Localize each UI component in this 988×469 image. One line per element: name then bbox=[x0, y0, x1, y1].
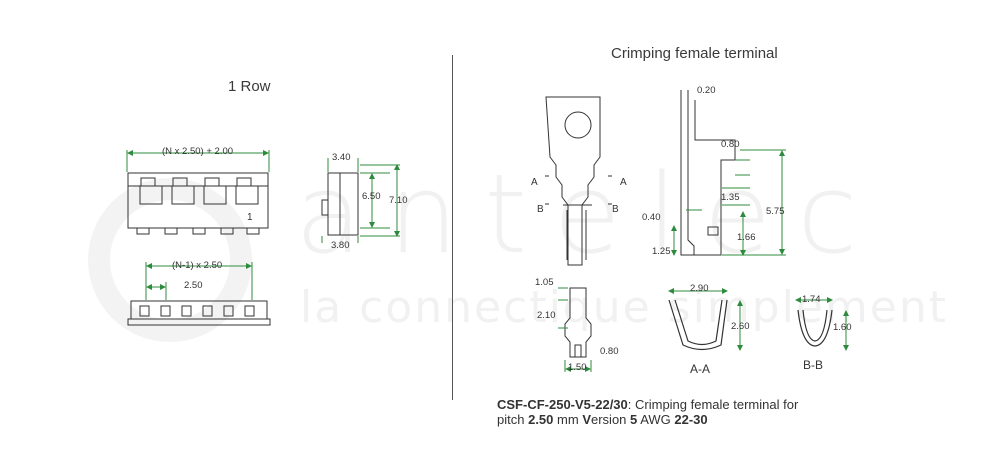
dim-1-25: 1.25 bbox=[652, 246, 671, 257]
dim-n-minus-one: (N-1) x 2.50 bbox=[172, 260, 222, 271]
part-number: CSF-CF-250-V5-22/30 bbox=[497, 397, 628, 412]
dim-1-50: 1.50 bbox=[568, 362, 587, 373]
dim-1-74: 1.74 bbox=[802, 294, 821, 305]
dim-5-75: 5.75 bbox=[766, 206, 785, 217]
dim-side-inner: 6.50 bbox=[362, 191, 381, 202]
terminal-bottom-view bbox=[558, 287, 592, 372]
section-a-a bbox=[668, 288, 743, 351]
watermark-logo: antelec bbox=[295, 150, 884, 278]
pin-one-label: 1 bbox=[247, 212, 253, 223]
terminal-side-view bbox=[671, 90, 786, 256]
caption-awg-value: 22-30 bbox=[674, 412, 708, 427]
section-a-left: A bbox=[531, 177, 538, 188]
dim-side-top: 3.40 bbox=[332, 152, 351, 163]
section-b-b bbox=[795, 297, 849, 351]
section-b-left: B bbox=[537, 204, 544, 215]
dim-0-40: 0.40 bbox=[642, 212, 661, 223]
caption-awg: AWG bbox=[640, 412, 671, 427]
caption-ersion: ersion bbox=[591, 412, 627, 427]
section-b-right: B bbox=[612, 204, 619, 215]
caption-desc: : Crimping female terminal for bbox=[627, 397, 799, 412]
part-caption: CSF-CF-250-V5-22/30: Crimping female ter… bbox=[497, 397, 798, 427]
dim-side-outer: 7.10 bbox=[389, 195, 408, 206]
dim-1-66: 1.66 bbox=[737, 232, 756, 243]
connector-front-view bbox=[126, 150, 270, 235]
watermark-tagline: la connectique simplement bbox=[300, 282, 948, 333]
section-a-right: A bbox=[620, 177, 627, 188]
caption-pitch-value: 2.50 bbox=[528, 412, 554, 427]
dim-2-60: 2.60 bbox=[731, 321, 750, 332]
connector-bottom-view bbox=[127, 262, 271, 326]
dim-1-35: 1.35 bbox=[721, 192, 740, 203]
dim-0-20: 0.20 bbox=[697, 85, 716, 96]
section-label-aa: A-A bbox=[690, 362, 710, 376]
section-label-bb: B-B bbox=[803, 358, 823, 372]
caption-v: V bbox=[582, 412, 591, 427]
dim-side-bottom: 3.80 bbox=[331, 240, 350, 251]
left-title: 1 Row bbox=[228, 78, 271, 95]
section-divider bbox=[452, 55, 453, 400]
right-title: Crimping female terminal bbox=[611, 45, 778, 62]
dim-0-80: 0.80 bbox=[721, 139, 740, 150]
dim-1-60: 1.60 bbox=[833, 322, 852, 333]
dim-0-80-b: 0.80 bbox=[600, 346, 619, 357]
caption-mm: mm bbox=[557, 412, 579, 427]
caption-pitch-word: pitch bbox=[497, 412, 525, 427]
terminal-front-view bbox=[545, 96, 612, 266]
dim-2-90: 2.90 bbox=[690, 283, 709, 294]
dim-overall-width: (N x 2.50) + 2.00 bbox=[162, 146, 233, 157]
dim-1-05: 1.05 bbox=[535, 277, 554, 288]
caption-version: 5 bbox=[630, 412, 638, 427]
connector-side-view bbox=[321, 158, 400, 243]
dim-pitch: 2.50 bbox=[184, 280, 203, 291]
dim-2-10: 2.10 bbox=[537, 310, 556, 321]
